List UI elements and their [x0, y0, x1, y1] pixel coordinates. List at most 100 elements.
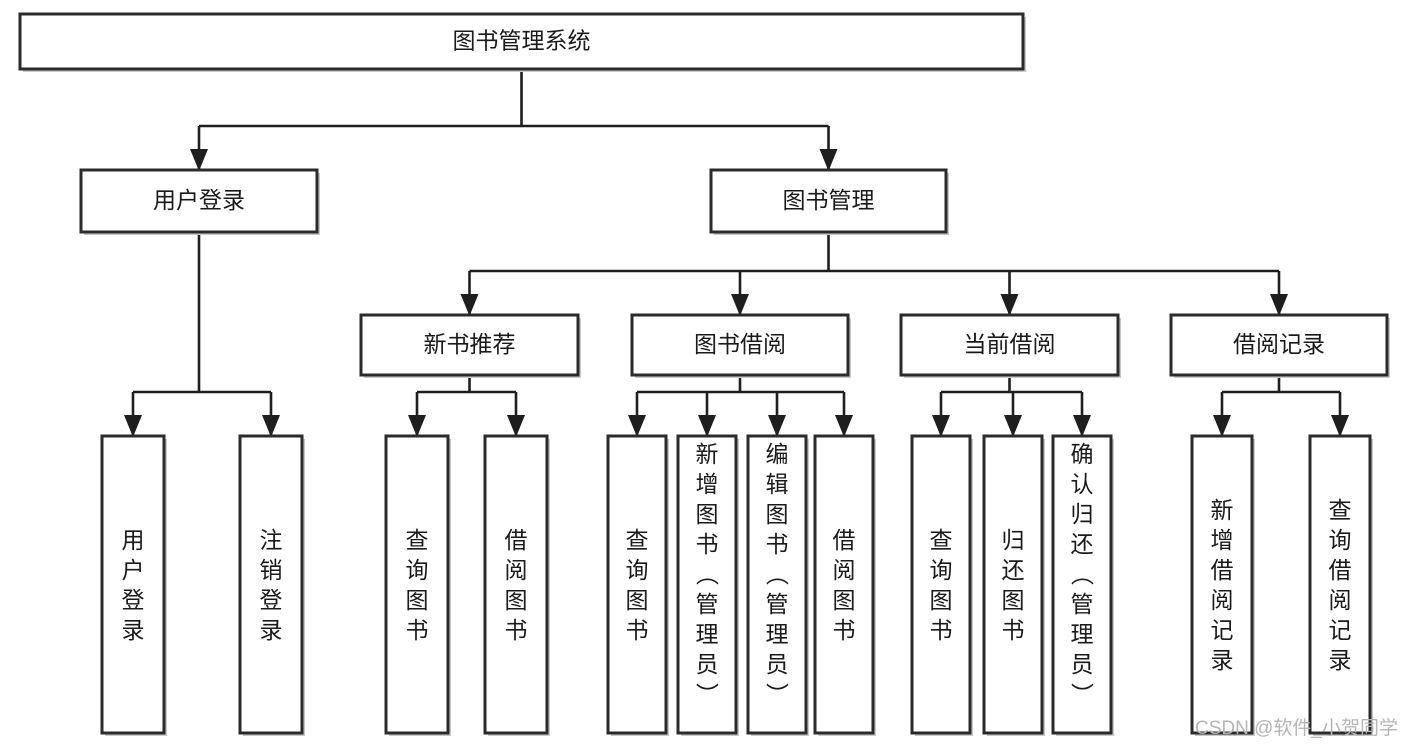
arrow-head	[1213, 415, 1231, 437]
node-label-char: 查	[626, 527, 649, 553]
node-label-char: 录	[260, 617, 283, 643]
node-label-char: 员	[696, 651, 719, 677]
arrow-head	[819, 149, 838, 171]
node-label-char: 录	[1211, 647, 1234, 673]
node-rect[interactable]	[1190, 434, 1254, 735]
node-rect[interactable]	[1169, 313, 1389, 377]
node-label-char: 图	[696, 501, 719, 527]
node-label-char: 销	[260, 557, 283, 583]
node-borrow-record[interactable]: 借阅记录	[1169, 313, 1390, 378]
arrow-head	[1000, 294, 1019, 316]
arrow-head	[835, 415, 853, 437]
node-label-char: 户	[122, 557, 145, 583]
node-rect[interactable]	[359, 313, 580, 377]
node-rect[interactable]	[1308, 434, 1372, 735]
node-rect[interactable]	[630, 313, 850, 377]
node-rect[interactable]	[384, 434, 450, 735]
node-label-char: 书	[1002, 617, 1025, 643]
node-rect[interactable]	[100, 434, 166, 735]
node-label-char: 书	[766, 531, 789, 557]
node-label-char: 图	[626, 587, 649, 613]
node-rect[interactable]	[813, 434, 875, 735]
node-rect[interactable]	[79, 168, 319, 234]
node-rect[interactable]	[746, 434, 808, 735]
node-book-manage[interactable]: 图书管理	[709, 168, 949, 235]
node-label-char: 增	[696, 471, 719, 497]
node-root[interactable]: 图书管理系统	[18, 12, 1026, 72]
node-label-char: 借	[505, 527, 528, 553]
edge-group-from-book-manage	[460, 232, 1288, 316]
node-label-char: 归	[1071, 501, 1094, 527]
arrow-head	[1331, 415, 1349, 437]
node-rect[interactable]	[676, 434, 738, 735]
node-leaf-user-login[interactable]: 用户登录	[100, 434, 167, 736]
node-label-char: 图	[766, 501, 789, 527]
node-label-char: 借	[1211, 557, 1234, 583]
node-label-char: 图	[930, 587, 953, 613]
node-rect[interactable]	[1051, 434, 1113, 735]
node-label-char: 员	[766, 651, 789, 677]
arrow-head	[1270, 294, 1288, 316]
node-label-char: 图	[406, 587, 429, 613]
node-current-borrow[interactable]: 当前借阅	[899, 313, 1121, 378]
node-rect[interactable]	[606, 434, 668, 735]
node-label: 当前借阅	[964, 331, 1056, 357]
node-label-char: 书	[696, 531, 719, 557]
node-label-char: 理	[696, 621, 719, 647]
node-label-char: 查	[930, 527, 953, 553]
node-label-char: 阅	[505, 557, 528, 583]
node-rect[interactable]	[899, 313, 1120, 377]
node-rect[interactable]	[18, 12, 1025, 71]
node-label-char: 借	[1329, 557, 1352, 583]
arrow-head	[1073, 415, 1091, 437]
node-label-char: 登	[122, 587, 145, 613]
node-rect[interactable]	[982, 434, 1044, 735]
node-label-char: 记	[1329, 617, 1352, 643]
node-label-char: 新	[1211, 497, 1234, 523]
node-label: 借阅记录	[1233, 331, 1325, 357]
node-label-char: 查	[406, 527, 429, 553]
edge-group-from-book-borrow	[628, 375, 853, 437]
arrow-head	[932, 415, 950, 437]
node-label-char: 阅	[1329, 587, 1352, 613]
csdn-watermark: CSDN @软件_小贺同学	[1195, 717, 1398, 739]
node-label: 图书管理系统	[453, 28, 591, 54]
arrow-head	[731, 294, 749, 316]
node-new-book-recommend[interactable]: 新书推荐	[359, 313, 581, 378]
node-label-char: 书	[626, 617, 649, 643]
node-label-char: 管	[696, 591, 719, 617]
node-rect[interactable]	[910, 434, 972, 735]
node-book-borrow[interactable]: 图书借阅	[630, 313, 851, 378]
node-label-char: 管	[766, 591, 789, 617]
node-label-char: 还	[1002, 557, 1025, 583]
node-rect[interactable]	[709, 168, 948, 234]
node-label-char: 询	[626, 557, 649, 583]
node-label: 图书借阅	[694, 331, 786, 357]
node-label-char: 录	[122, 617, 145, 643]
node-label-char: 询	[1329, 527, 1352, 553]
node-rect[interactable]	[238, 434, 304, 735]
node-label-char: 借	[833, 527, 856, 553]
node-label-char: 书	[406, 617, 429, 643]
arrow-head	[124, 415, 142, 437]
node-label-char: （	[1069, 563, 1095, 586]
node-label-char: ）	[764, 683, 790, 706]
node-label-char: 新	[696, 441, 719, 467]
node-label-char: ）	[1069, 683, 1095, 706]
node-user-login[interactable]: 用户登录	[79, 168, 320, 235]
node-rect[interactable]	[483, 434, 549, 735]
